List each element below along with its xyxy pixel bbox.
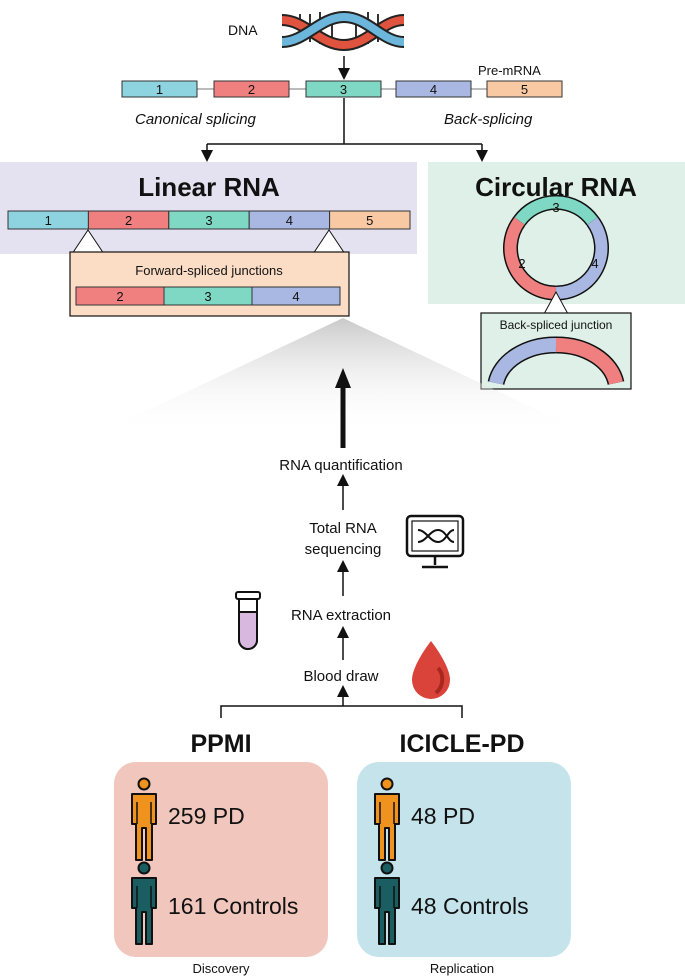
icicle-pd-count: 48 PD: [411, 803, 475, 829]
forward-junction-title: Forward-spliced junctions: [135, 263, 283, 278]
circular-exon-4: 4: [591, 256, 598, 271]
pre-mrna-exon-label-5: 5: [521, 82, 528, 97]
icicle-role: Replication: [430, 961, 494, 976]
pre-mrna-exon-2: [213, 80, 290, 98]
canonical-splicing-label: Canonical splicing: [135, 111, 257, 128]
linear-rna-exons: 1 2 3 4 5: [7, 210, 411, 230]
rna-quantification-label: RNA quantification: [279, 457, 402, 474]
ppmi-pd-count: 259 PD: [168, 803, 245, 829]
circular-exon-2: 2: [518, 256, 525, 271]
back-junction-title: Back-spliced junction: [500, 318, 613, 332]
sequencing-label-line1: Total RNA: [309, 520, 377, 537]
pre-mrna-label: Pre-mRNA: [478, 63, 541, 78]
icicle-box: [357, 762, 571, 957]
icicle-control-person-icon: [374, 861, 400, 945]
junction-exon-4: [251, 286, 341, 306]
icicle-title: ICICLE-PD: [400, 730, 525, 758]
linear-rna-title: Linear RNA: [138, 172, 280, 202]
pre-mrna-exon-3: [305, 80, 382, 98]
junction-exon-label-2: 2: [116, 289, 123, 304]
icicle-pd-person-icon: [374, 777, 400, 861]
linear-exon-label-3: 3: [205, 213, 212, 228]
blood-draw-label: Blood draw: [303, 668, 378, 685]
pre-mrna-exon-4: [395, 80, 472, 98]
linear-exon-label-4: 4: [286, 213, 293, 228]
linear-exon-label-1: 1: [45, 213, 52, 228]
icicle-controls-count: 48 Controls: [411, 893, 529, 919]
ppmi-controls-count: 161 Controls: [168, 893, 298, 919]
circular-exon-3: 3: [552, 200, 559, 215]
linear-exon-5: [329, 210, 411, 230]
monitor-dna-icon: [405, 514, 465, 569]
test-tube-icon: [235, 591, 261, 650]
junction-exon-label-3: 3: [204, 289, 211, 304]
pre-mrna-exon-5: [486, 80, 563, 98]
forward-junction-box: [69, 251, 350, 317]
blood-drop-icon: [412, 641, 450, 699]
back-splicing-label: Back-splicing: [444, 111, 533, 128]
linear-exon-label-2: 2: [125, 213, 132, 228]
dna-helix-icon: [281, 10, 405, 52]
back-junction-arc: [487, 336, 625, 386]
junction-exon-label-4: 4: [292, 289, 299, 304]
circular-rna-panel: [428, 162, 685, 304]
pre-mrna-exon-label-4: 4: [430, 82, 437, 97]
linear-exon-label-5: 5: [366, 213, 373, 228]
pre-mrna-exon-label-3: 3: [340, 82, 347, 97]
pre-mrna-exons: 1 2 3 4 5: [121, 80, 563, 98]
ppmi-title: PPMI: [190, 730, 251, 758]
rna-extraction-label: RNA extraction: [291, 607, 391, 624]
forward-junction-exons: 2 3 4: [75, 286, 341, 306]
linear-rna-panel: [0, 162, 417, 254]
pre-mrna-exon-label-2: 2: [248, 82, 255, 97]
circular-rna-ring: [503, 194, 609, 301]
pre-mrna-exon-1: [121, 80, 198, 98]
sequencing-label-line2: sequencing: [305, 541, 382, 558]
dna-label: DNA: [228, 22, 258, 38]
pre-mrna-exon-label-1: 1: [156, 82, 163, 97]
ppmi-role: Discovery: [192, 961, 250, 976]
ppmi-box: [114, 762, 328, 957]
ppmi-pd-person-icon: [131, 777, 157, 861]
ppmi-control-person-icon: [131, 861, 157, 945]
